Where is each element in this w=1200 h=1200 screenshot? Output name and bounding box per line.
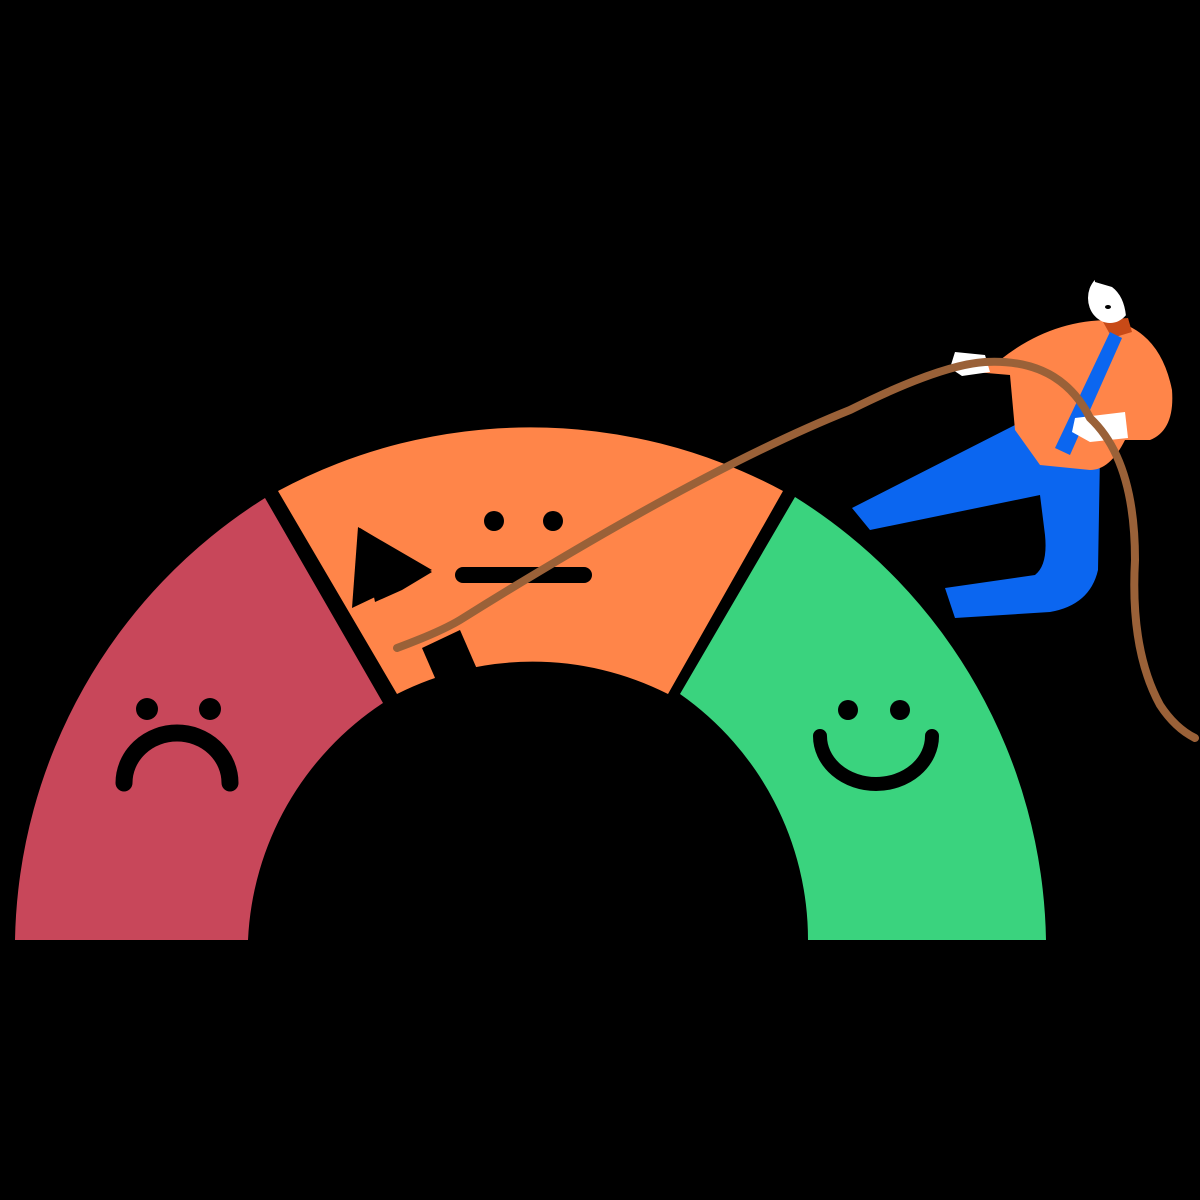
gauge-needle — [352, 527, 604, 941]
rope — [393, 357, 1199, 742]
gauge-segment-neutral — [278, 427, 783, 694]
needle-hub — [492, 829, 604, 941]
happy-face-icon — [813, 700, 939, 791]
gauge-segment-positive — [680, 497, 1046, 940]
gauge-segment-negative — [15, 498, 383, 940]
collar — [1102, 318, 1132, 338]
gauge — [15, 427, 1046, 940]
head — [1088, 250, 1141, 323]
tie — [1055, 332, 1122, 455]
pants — [852, 425, 1100, 618]
neutral-face-icon — [455, 511, 592, 583]
sad-face-icon — [115, 698, 239, 792]
